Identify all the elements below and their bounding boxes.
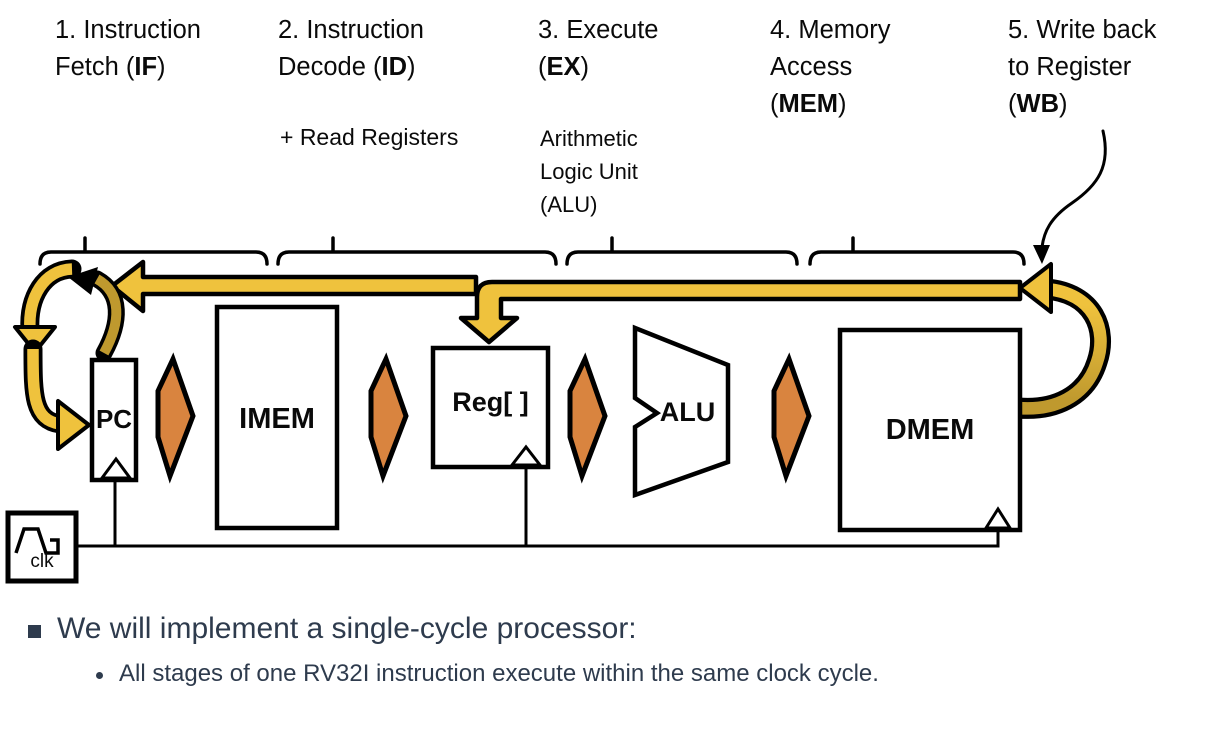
stage4-line2: Access [770, 53, 853, 81]
stage5-line1: 5. Write back [1008, 16, 1157, 44]
pc-loop-dark-arc [68, 267, 125, 362]
dmem-clock-triangle [983, 506, 1013, 530]
stage2-abbr: ID [381, 53, 407, 81]
stage-brace-3 [565, 236, 799, 266]
stage-arrow-imem-reg [368, 352, 409, 484]
stage5-line2: to Register [1008, 53, 1132, 81]
stage3-line1: 3. Execute [538, 16, 659, 44]
clk-wire [76, 530, 1000, 548]
pc-loop-dark-arrowhead [68, 267, 98, 295]
pc-label: PC [95, 404, 133, 434]
stage3-note: Arithmetic Logic Unit (ALU) [540, 126, 638, 217]
stage4-line1: 4. Memory [770, 16, 891, 44]
dmem-arc-arrowhead [1018, 262, 1053, 314]
feedback-bar-left-arrow [109, 259, 479, 314]
bullet-dot-icon [96, 672, 103, 679]
stage-label-1: 1. Instruction Fetch (IF) [55, 16, 201, 81]
stage-label-3: 3. Execute (EX) [538, 16, 659, 81]
bullet-square-icon [28, 625, 41, 638]
stage3-abbr: EX [546, 53, 581, 81]
alu-block [632, 324, 731, 499]
imem-block [214, 304, 340, 531]
stage-brace-4 [808, 236, 1026, 266]
stage-brace-2 [276, 236, 558, 266]
stage2-line1: 2. Instruction [278, 16, 424, 44]
wb-pointer-arrow [1033, 129, 1107, 264]
imem-label: IMEM [239, 403, 315, 435]
pc-loop-hook [23, 339, 91, 451]
bullet-main: We will implement a single-cycle process… [57, 612, 637, 645]
stage-label-4: 4. Memory Access (MEM) [770, 16, 891, 118]
stage5-abbr: WB [1016, 90, 1059, 118]
stage-label-2: 2. Instruction Decode (ID) [278, 16, 424, 81]
stage-arrow-pc-imem [155, 352, 196, 484]
pc-input-arrowhead [56, 399, 91, 451]
clk-label: clk [30, 551, 54, 572]
pc-loop-left-arc [13, 259, 82, 354]
pc-clock-triangle [99, 456, 133, 480]
dmem-feedback-arc [1007, 278, 1111, 419]
regfile-block [430, 345, 551, 470]
stage1-abbr: IF [134, 53, 158, 81]
dmem-label: DMEM [885, 414, 975, 446]
clk-waveform-icon [14, 527, 60, 555]
pc-loop-down-arrowhead [13, 325, 57, 354]
stage-label-5: 5. Write back to Register (WB) [1008, 16, 1157, 118]
dmem-block [837, 327, 1023, 533]
stage-brace-1 [38, 236, 269, 266]
stage4-abbr: MEM [778, 90, 839, 118]
stage-arrow-alu-dmem [771, 352, 812, 484]
reg-clock-triangle [508, 444, 544, 467]
stage-arrow-reg-alu [567, 352, 608, 484]
bullet-sub: All stages of one RV32I instruction exec… [119, 660, 879, 687]
regfile-label: Reg[ ] [452, 387, 529, 417]
stage2-note: + Read Registers [280, 124, 459, 150]
stage1-line1: 1. Instruction [55, 16, 201, 44]
alu-label: ALU [659, 397, 716, 427]
